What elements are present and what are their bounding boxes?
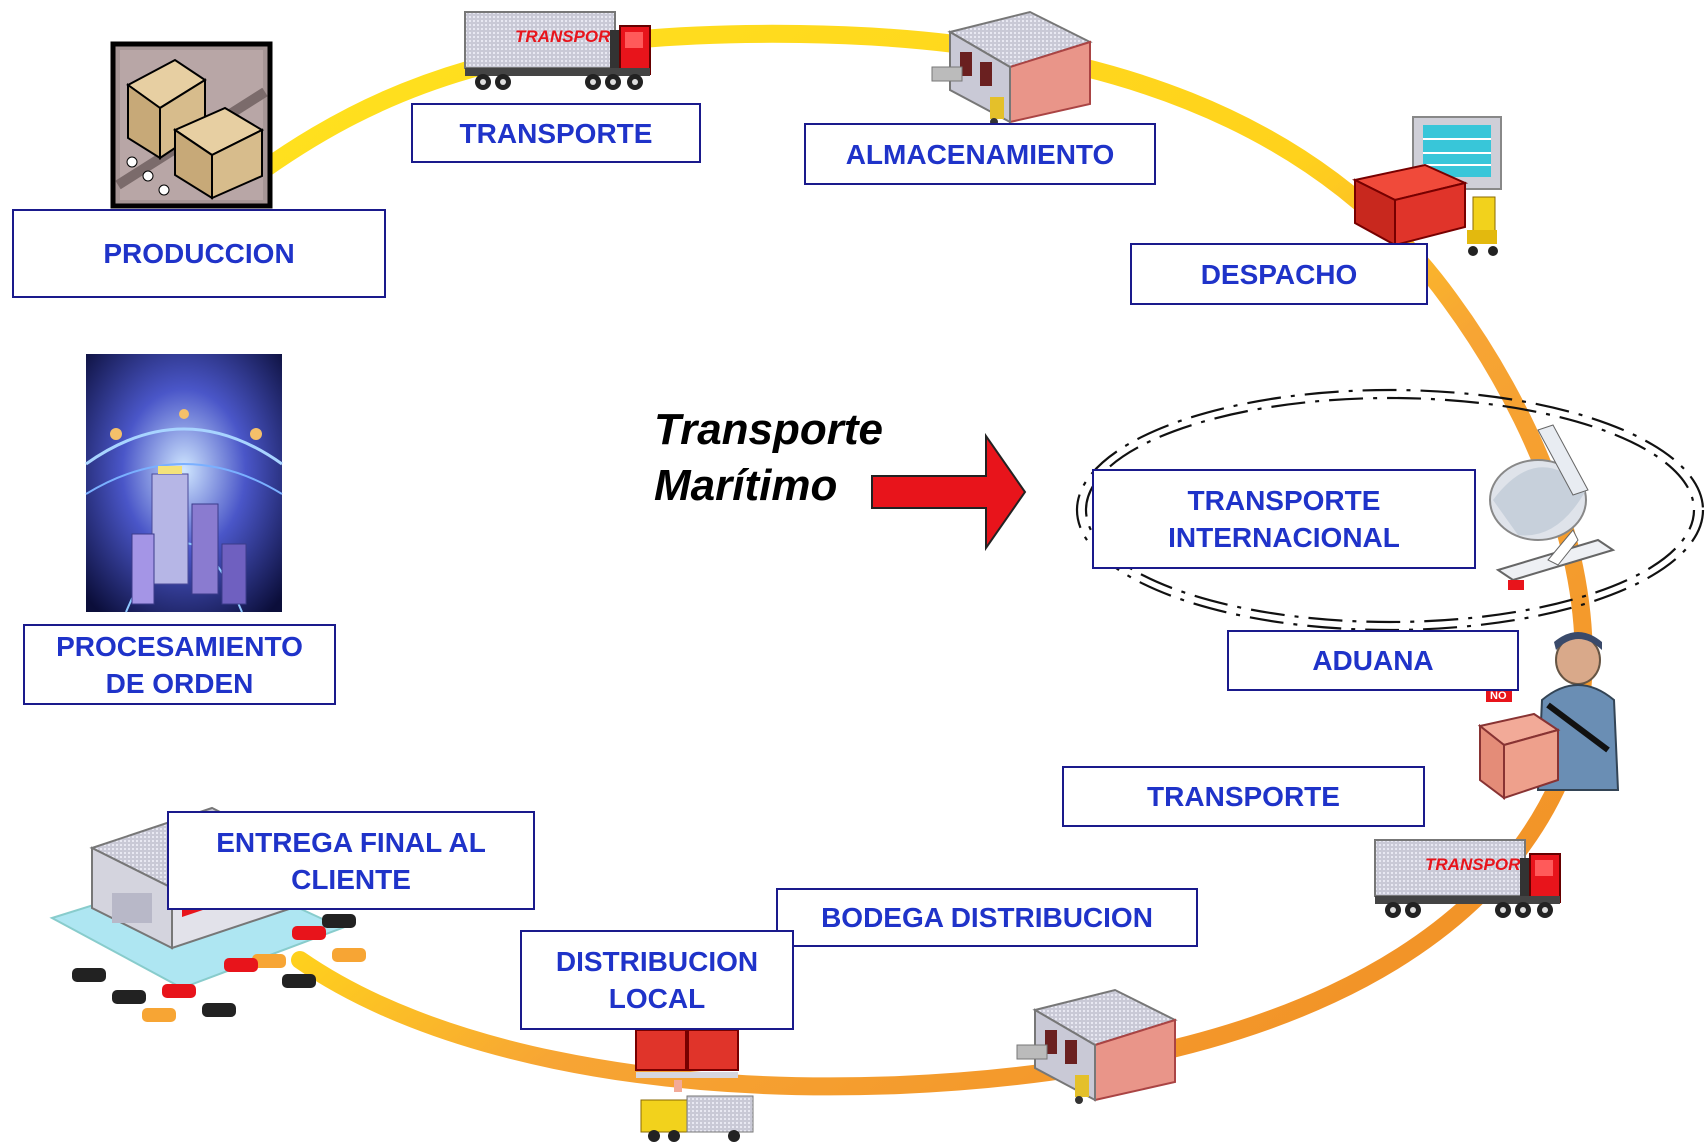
label-procesamiento-orden-text: PROCESAMIENTO DE ORDEN (56, 630, 303, 699)
label-almacenamiento: ALMACENAMIENTO (804, 123, 1156, 185)
label-transporte-top-text: TRANSPORTE (459, 117, 653, 149)
label-bodega-distribucion-text: BODEGA DISTRIBUCION (821, 902, 1153, 933)
label-transporte-bottom-text: TRANSPORTE (1147, 781, 1340, 812)
label-transporte-internacional: TRANSPORTE INTERNACIONAL (1092, 469, 1476, 569)
customs-officer-icon: NO (1477, 632, 1620, 800)
boxes-on-conveyor-icon (110, 41, 273, 209)
warehouse-icon (1016, 988, 1178, 1104)
headline-line-1: Transporte (654, 405, 884, 454)
label-almacenamiento-text: ALMACENAMIENTO (845, 138, 1115, 170)
label-distribucion-local: DISTRIBUCION LOCAL (520, 930, 794, 1030)
containers-forklift-icon (1352, 116, 1502, 256)
transport-truck-icon: TRANSPORT (1374, 839, 1561, 918)
airplane-ship-icon (1489, 424, 1616, 590)
label-transporte-bottom: TRANSPORTE (1062, 766, 1425, 827)
label-procesamiento-orden: PROCESAMIENTO DE ORDEN (23, 624, 336, 705)
label-bodega-distribucion: BODEGA DISTRIBUCION (776, 888, 1198, 947)
label-entrega-final: ENTREGA FINAL AL CLIENTE (167, 811, 535, 910)
cycle-ring (243, 24, 1593, 1096)
label-distribucion-local-text: DISTRIBUCION LOCAL (555, 946, 759, 1014)
label-produccion-text: PRODUCCION (103, 238, 295, 269)
label-transporte-top: TRANSPORTE (411, 103, 701, 163)
containers-truck-icon (635, 1029, 754, 1142)
svg-text:NO: NO (1490, 690, 1507, 702)
label-despacho: DESPACHO (1130, 243, 1428, 305)
red-arrow-icon (871, 432, 1027, 552)
label-aduana-text: ADUANA (1312, 645, 1434, 676)
label-produccion: PRODUCCION (12, 209, 386, 298)
truck-sign-text: TRANSPORT (1425, 855, 1532, 874)
headline-transporte-maritimo: Transporte Marítimo (654, 402, 883, 514)
label-aduana: ADUANA (1227, 630, 1519, 691)
headline-line-2: Marítimo (654, 461, 838, 510)
city-globe-network-icon (85, 354, 283, 613)
label-despacho-text: DESPACHO (1200, 258, 1358, 290)
label-transporte-internacional-text: TRANSPORTE INTERNACIONAL (1168, 485, 1400, 553)
label-entrega-final-text: ENTREGA FINAL AL CLIENTE (216, 826, 486, 895)
transport-truck-icon: TRANSPORT (464, 11, 651, 90)
truck-sign-text: TRANSPORT (515, 27, 622, 46)
warehouse-icon (931, 10, 1093, 126)
